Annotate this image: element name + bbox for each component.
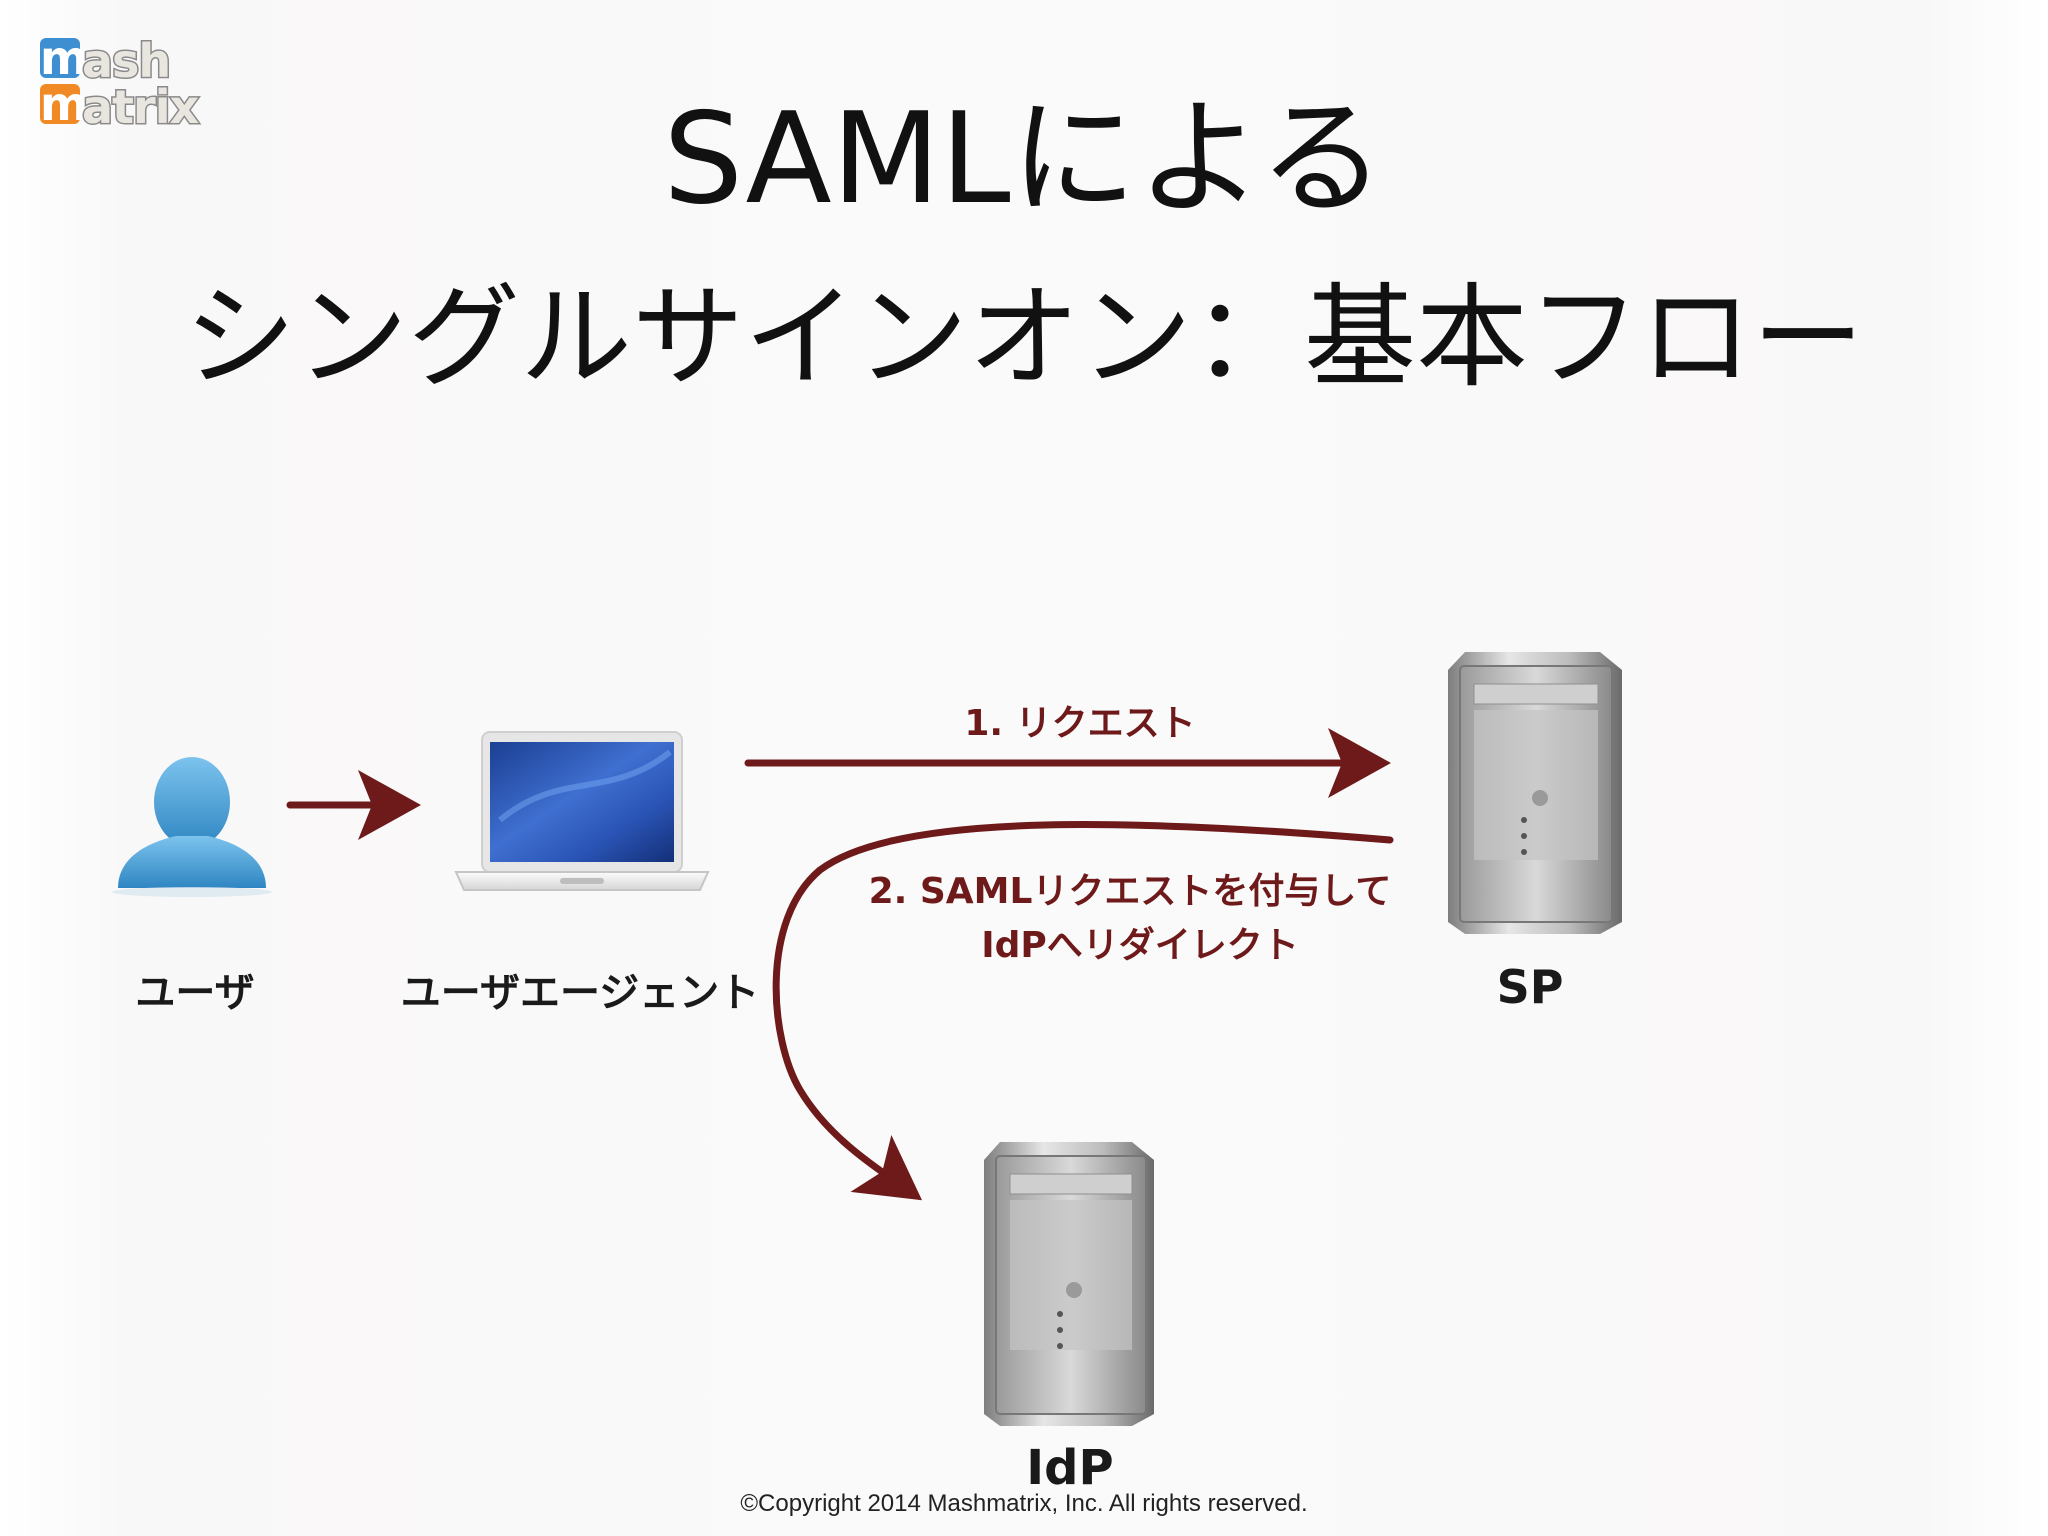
- logo-rest-1: ash: [80, 34, 172, 88]
- step2-label-line-1: 2. SAMLリクエストを付与して: [868, 871, 1392, 912]
- logo-line-1: mash: [40, 31, 173, 86]
- idp-label: IdP: [1026, 1440, 1114, 1496]
- sp-label: SP: [1496, 960, 1564, 1014]
- laptop-icon: [454, 731, 710, 891]
- person-silhouette-icon: [112, 757, 272, 897]
- arrow-step2-redirect: [772, 821, 1394, 1201]
- mashmatrix-logo: mash matrix: [40, 31, 280, 132]
- step2-label-line-2: IdPへリダイレクト: [981, 925, 1299, 966]
- slide-title-line-1: SAMLによる: [663, 85, 1385, 232]
- user-agent-label: ユーザエージェント: [400, 970, 760, 1016]
- sp-server-tower-icon: [1448, 652, 1622, 934]
- logo-rest-2: atrix: [80, 80, 200, 134]
- logo-cap-1: m: [40, 31, 88, 85]
- copyright-footer: ©Copyright 2014 Mashmatrix, Inc. All rig…: [740, 1490, 1308, 1517]
- step1-label: 1. リクエスト: [964, 703, 1196, 744]
- slide-title-line-2: シングルサインオン：基本フロー: [184, 273, 1864, 403]
- idp-server-tower-icon: [984, 1142, 1154, 1426]
- logo-line-2: matrix: [40, 81, 201, 132]
- user-label: ユーザ: [135, 970, 255, 1016]
